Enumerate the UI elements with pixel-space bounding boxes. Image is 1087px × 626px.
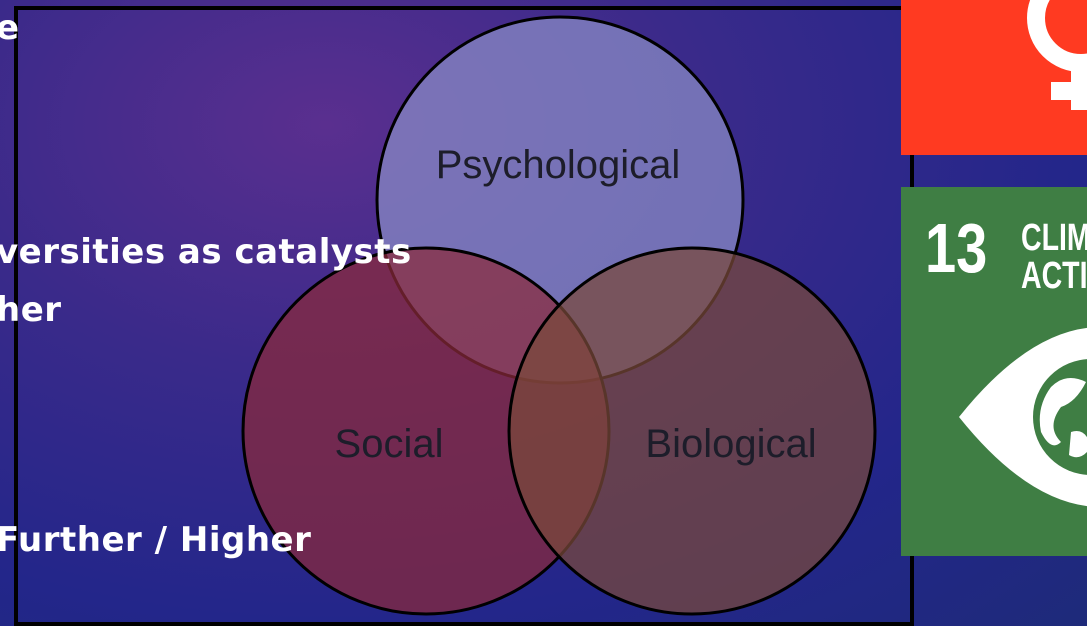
sdg-goal-title-line2: ACTI <box>1021 255 1087 297</box>
sdg-goal-5-tile <box>901 0 1087 155</box>
text-fragment-2: versities as catalysts <box>0 232 412 272</box>
text-fragment-3: her <box>0 290 62 330</box>
sdg-goal-number: 13 <box>925 209 988 287</box>
text-fragment-1: e <box>0 8 20 48</box>
gender-symbol-icon <box>1027 0 1087 110</box>
venn-label-psychological: Psychological <box>436 143 681 187</box>
sdg-goal-13-tile: 13 CLIM ACTI <box>901 187 1087 556</box>
venn-label-social: Social <box>335 422 444 466</box>
venn-circle-biological <box>507 246 877 616</box>
eye-earth-icon <box>959 328 1087 506</box>
venn-label-biological: Biological <box>645 422 816 466</box>
sdg-goal-title-line1: CLIM <box>1021 217 1087 259</box>
text-fragment-4: Further / Higher <box>0 520 312 560</box>
